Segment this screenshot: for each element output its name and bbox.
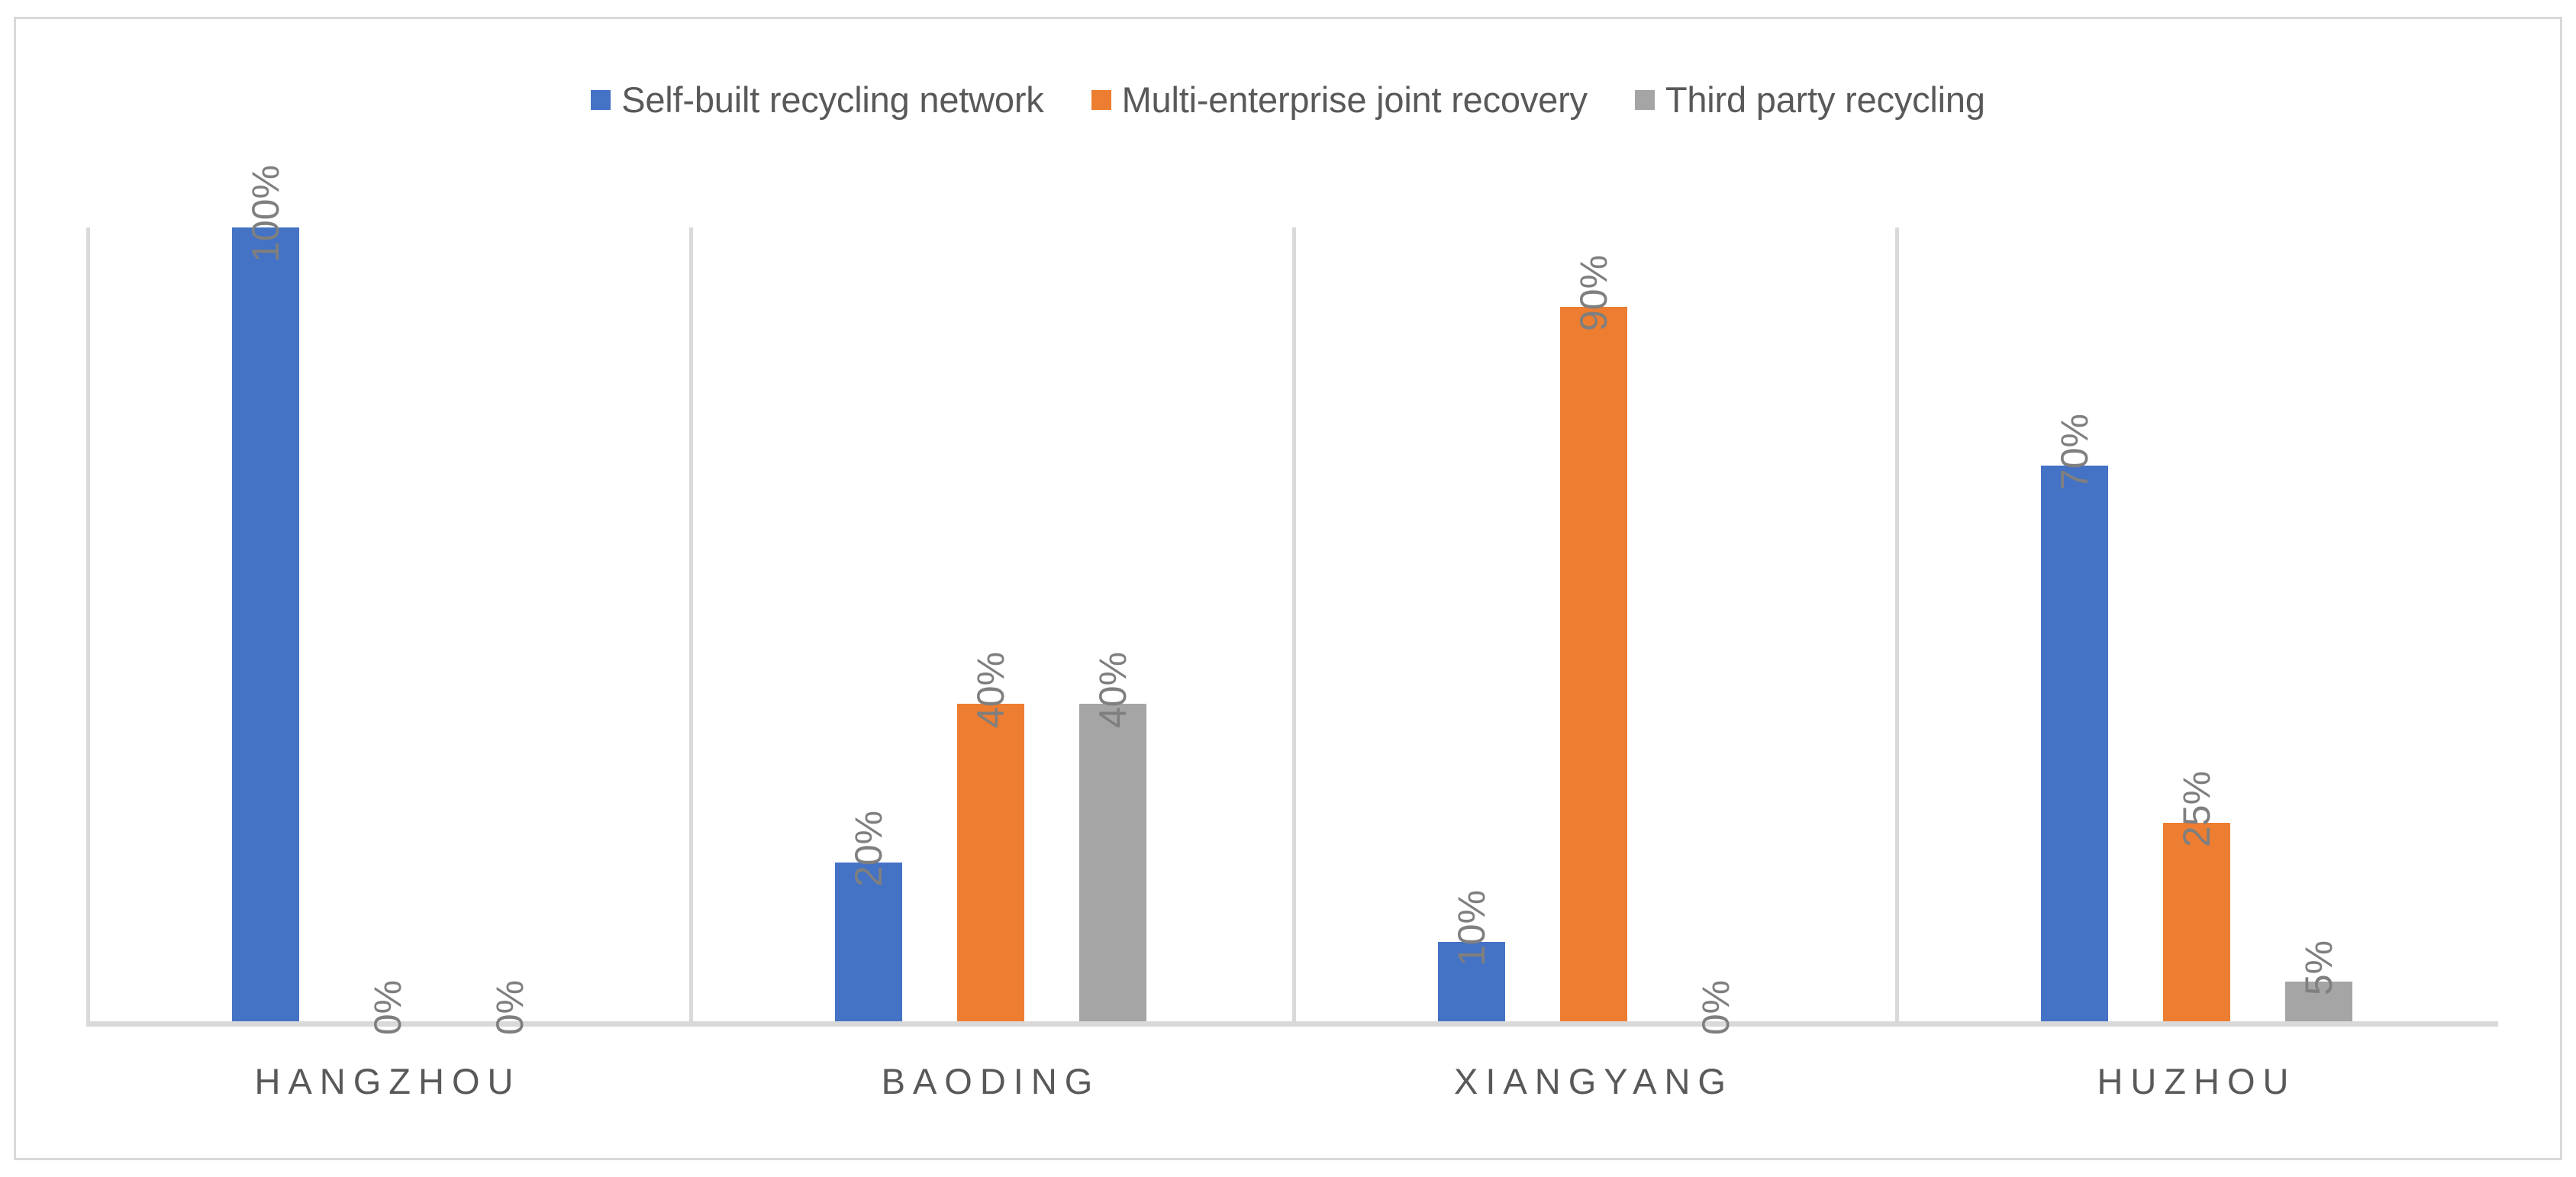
bar-slot: 90% xyxy=(1560,227,1627,1021)
bar-slot: 25% xyxy=(2163,227,2230,1021)
category-divider xyxy=(1292,227,1296,1027)
category-divider xyxy=(1895,227,1899,1027)
bar[interactable] xyxy=(835,863,902,1021)
category-label: HANGZHOU xyxy=(254,1061,521,1101)
category-axis-labels: HANGZHOU BAODING XIANGYANG HUZHOU xyxy=(86,1063,2498,1124)
bar-slot: 5% xyxy=(2285,227,2352,1021)
bar-group: 70% 25% 5% xyxy=(1895,227,2498,1021)
square-marker xyxy=(1091,89,1111,110)
category-label: HUZHOU xyxy=(2097,1061,2297,1101)
category-label: BAODING xyxy=(881,1061,1101,1101)
bar-slot: 20% xyxy=(835,227,902,1021)
bar-group: 10% 90% 0% xyxy=(1292,227,1895,1036)
bar[interactable] xyxy=(1079,704,1146,1021)
square-marker xyxy=(1634,89,1655,110)
bar[interactable] xyxy=(2163,823,2230,1021)
bar-slot: 40% xyxy=(957,227,1024,1021)
square-marker xyxy=(591,89,611,110)
bar-slot: 40% xyxy=(1079,227,1146,1021)
legend-item[interactable]: Third party recycling xyxy=(1634,79,1985,120)
bar[interactable] xyxy=(1560,307,1627,1021)
chart-legend: Self-built recycling network Multi-enterp… xyxy=(16,82,2560,118)
category-divider xyxy=(689,227,693,1027)
bar-group: 100% 0% 0% xyxy=(86,165,689,1036)
bar-group: 20% 40% 40% xyxy=(689,227,1292,1021)
bar[interactable] xyxy=(2041,466,2108,1021)
bar[interactable] xyxy=(957,704,1024,1021)
bar-slot: 0% xyxy=(366,979,409,1036)
category-label: XIANGYANG xyxy=(1454,1061,1733,1101)
bar-slot: 70% xyxy=(2041,227,2108,1021)
plot-area: 100% 0% 0% 20% 40% 40% 10% 90% 0% 70% 25% 5% xyxy=(86,165,2498,1036)
bar-slot: 10% xyxy=(1438,227,1505,1021)
bar-slot: 100% xyxy=(232,165,299,1021)
bar[interactable] xyxy=(2285,982,2352,1021)
bar[interactable] xyxy=(1438,942,1505,1021)
legend-item[interactable]: Self-built recycling network xyxy=(591,79,1044,120)
axis-left-edge xyxy=(86,227,90,1027)
bar[interactable] xyxy=(232,227,299,1021)
legend-item-label: Self-built recycling network xyxy=(621,79,1044,120)
bar-slot: 0% xyxy=(488,979,531,1036)
bar-slot: 0% xyxy=(1694,979,1737,1036)
chart-container: Self-built recycling network Multi-enterp… xyxy=(14,17,2562,1160)
legend-item-label: Third party recycling xyxy=(1665,79,1985,120)
legend-item[interactable]: Multi-enterprise joint recovery xyxy=(1091,82,1588,118)
legend-item-label: Multi-enterprise joint recovery xyxy=(1121,79,1588,120)
